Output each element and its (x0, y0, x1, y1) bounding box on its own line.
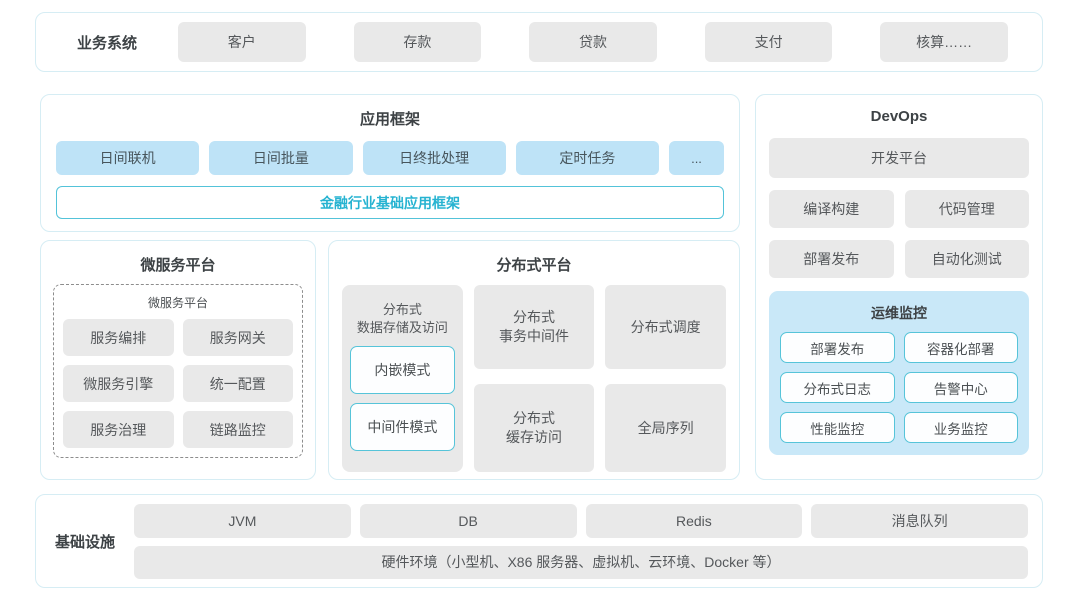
distributed-platform-panel: 分布式平台 分布式 数据存储及访问 内嵌模式 中间件模式 分布式 事务中间件 分… (328, 240, 740, 480)
node-message-queue: 消息队列 (811, 503, 1028, 538)
node-containerized-deploy: 容器化部署 (903, 332, 1018, 363)
distributed-right-column: 分布式调度 全局序列 (605, 285, 727, 472)
node-hardware-environment: 硬件环境（小型机、X86 服务器、虚拟机、云环境、Docker 等） (134, 545, 1028, 579)
distributed-platform-title: 分布式平台 (496, 257, 572, 274)
microservice-platform-title: 微服务平台 (140, 257, 216, 274)
node-trace-monitor: 链路监控 (182, 411, 293, 448)
node-redis: Redis (585, 503, 803, 538)
node-jvm: JVM (134, 503, 351, 538)
node-distributed-logs: 分布式日志 (780, 372, 895, 403)
node-deposit: 存款 (353, 22, 482, 62)
node-financial-base-framework: 金融行业基础应用框架 (56, 186, 724, 219)
node-db: DB (359, 503, 577, 538)
node-compile-build: 编译构建 (769, 190, 894, 228)
microservice-inner-title: 微服务平台 (147, 296, 208, 310)
app-framework-panel: 应用框架 日间联机 日间批量 日终批处理 定时任务 ... 金融行业基础应用框架 (40, 94, 740, 232)
node-unified-config: 统一配置 (182, 365, 293, 402)
node-service-orchestration: 服务编排 (63, 319, 174, 356)
node-middleware-mode: 中间件模式 (350, 403, 455, 452)
node-business-monitor: 业务监控 (903, 412, 1018, 443)
microservice-platform-panel: 微服务平台 微服务平台 服务编排 服务网关 微服务引擎 统一配置 服务治理 链路… (40, 240, 316, 480)
ops-monitor-title: 运维监控 (871, 305, 927, 321)
business-system-panel: 业务系统 客户 存款 贷款 支付 核算…… (35, 12, 1043, 72)
node-customer: 客户 (178, 22, 306, 62)
node-embedded-mode: 内嵌模式 (350, 346, 455, 395)
node-distributed-scheduling: 分布式调度 (605, 285, 727, 369)
node-distributed-data-storage: 分布式 数据存储及访问 内嵌模式 中间件模式 (342, 285, 463, 472)
distributed-columns: 分布式 数据存储及访问 内嵌模式 中间件模式 分布式 事务中间件 分布式 缓存访… (342, 285, 727, 472)
node-payment: 支付 (704, 22, 833, 62)
devops-panel: DevOps 开发平台 编译构建 代码管理 部署发布 自动化测试 运维监控 部署… (755, 94, 1043, 480)
node-microservice-engine: 微服务引擎 (63, 365, 174, 402)
distributed-middle-column: 分布式 事务中间件 分布式 缓存访问 (473, 285, 595, 472)
node-deploy-release: 部署发布 (769, 240, 894, 278)
node-scheduled-tasks: 定时任务 (515, 141, 659, 175)
ops-monitor-grid: 部署发布 容器化部署 分布式日志 告警中心 性能监控 业务监控 (780, 332, 1018, 443)
app-framework-modules-row: 日间联机 日间批量 日终批处理 定时任务 ... (56, 141, 724, 175)
ops-monitor-panel: 运维监控 部署发布 容器化部署 分布式日志 告警中心 性能监控 业务监控 (769, 291, 1029, 455)
node-more-modules: ... (669, 141, 724, 175)
node-performance-monitor: 性能监控 (780, 412, 895, 443)
node-accounting: 核算…… (880, 22, 1008, 62)
node-daytime-batch: 日间批量 (209, 141, 353, 175)
distributed-storage-column: 分布式 数据存储及访问 内嵌模式 中间件模式 (342, 285, 463, 472)
business-system-row: 客户 存款 贷款 支付 核算…… (178, 22, 1008, 62)
devops-tools-row-2: 部署发布 自动化测试 (769, 240, 1029, 278)
node-automated-testing: 自动化测试 (904, 240, 1029, 278)
node-service-governance: 服务治理 (63, 411, 174, 448)
infrastructure-label: 基础设施 (54, 533, 115, 551)
node-service-gateway: 服务网关 (182, 319, 293, 356)
node-monitor-deploy-release: 部署发布 (780, 332, 895, 363)
node-global-sequence: 全局序列 (605, 384, 727, 472)
devops-tools-row-1: 编译构建 代码管理 (769, 190, 1029, 228)
node-alert-center: 告警中心 (903, 372, 1018, 403)
distributed-data-storage-label: 分布式 数据存储及访问 (356, 302, 448, 335)
infrastructure-panel: 基础设施 JVM DB Redis 消息队列 硬件环境（小型机、X86 服务器、… (35, 494, 1043, 588)
node-eod-batch: 日终批处理 (362, 141, 506, 175)
app-framework-title: 应用框架 (359, 111, 420, 128)
node-loan: 贷款 (529, 22, 657, 62)
infrastructure-stack: JVM DB Redis 消息队列 硬件环境（小型机、X86 服务器、虚拟机、云… (134, 503, 1028, 579)
microservice-inner-group: 微服务平台 服务编排 服务网关 微服务引擎 统一配置 服务治理 链路监控 (53, 284, 303, 458)
microservice-grid: 服务编排 服务网关 微服务引擎 统一配置 服务治理 链路监控 (63, 319, 293, 448)
node-code-management: 代码管理 (904, 190, 1029, 228)
node-distributed-cache-access: 分布式 缓存访问 (473, 384, 595, 472)
business-system-label: 业务系统 (76, 34, 137, 52)
devops-title: DevOps (870, 108, 928, 125)
node-daytime-online: 日间联机 (56, 141, 200, 175)
infrastructure-row: JVM DB Redis 消息队列 (134, 503, 1028, 538)
node-dev-platform: 开发平台 (769, 138, 1029, 178)
node-distributed-transaction-middleware: 分布式 事务中间件 (473, 285, 595, 369)
